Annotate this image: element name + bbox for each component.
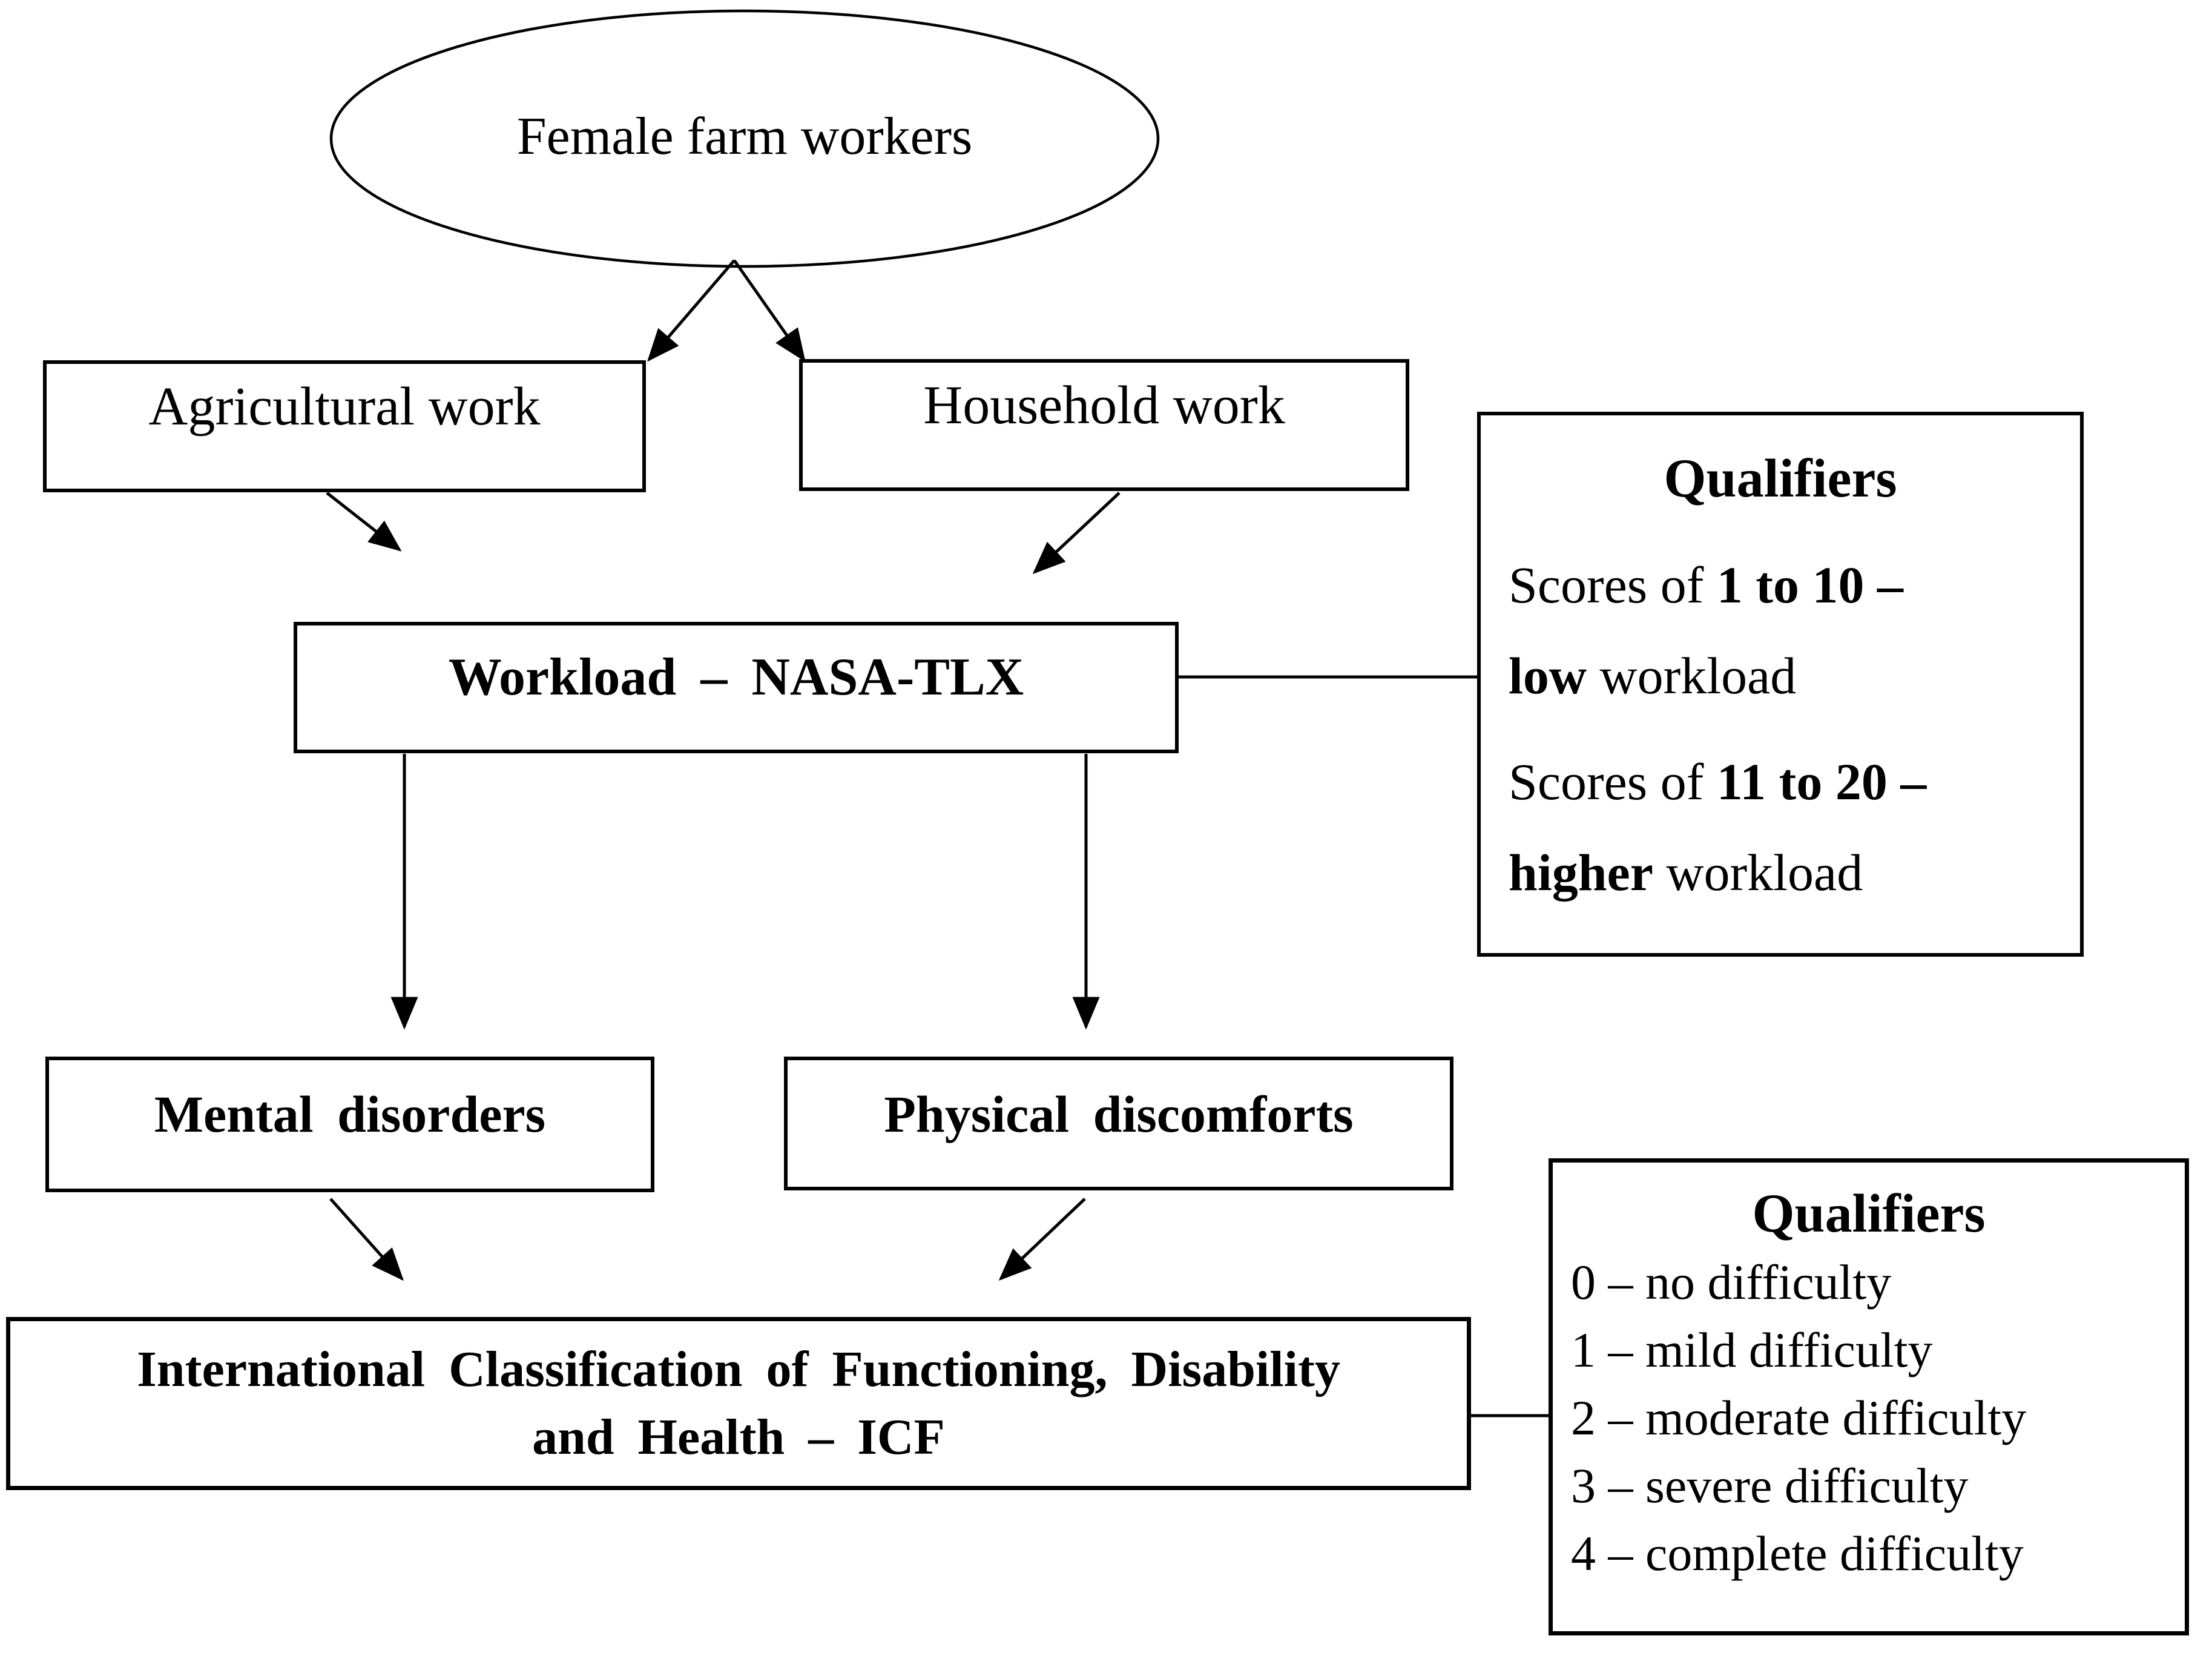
node-label: Physical discomforts xyxy=(884,1085,1354,1143)
qualifier-level: higher xyxy=(1509,843,1653,902)
node-icf: International Classification of Function… xyxy=(6,1317,1471,1490)
node-female-farm-workers: Female farm workers xyxy=(330,110,1159,163)
qualifiers-workload-box: Qualifiers Scores of 1 to 10 – low worklo… xyxy=(1477,412,2084,957)
qualifier-item: 4 – complete difficulty xyxy=(1571,1526,2024,1581)
qualifier-text: Scores of xyxy=(1509,556,1717,614)
node-label-line1: International Classification of Function… xyxy=(137,1341,1340,1397)
qualifier-item: 1 – mild difficulty xyxy=(1571,1322,1933,1378)
node-physical-discomforts: Physical discomforts xyxy=(784,1057,1453,1190)
node-label-line2: and Health – ICF xyxy=(532,1409,945,1465)
qualifiers-body: Scores of 1 to 10 – low workload Scores o… xyxy=(1481,539,2080,918)
node-label: Agricultural work xyxy=(148,377,541,437)
qualifiers-title: Qualifiers xyxy=(1752,1184,1986,1244)
node-workload-nasa-tlx: Workload – NASA-TLX xyxy=(294,622,1179,753)
qualifier-item: 0 – no difficulty xyxy=(1571,1255,1892,1310)
node-label: Female farm workers xyxy=(516,107,973,166)
arrow-agricultural-to-workload xyxy=(326,492,402,552)
ellipse-node-outline xyxy=(329,9,1160,268)
node-mental-disorders: Mental disorders xyxy=(45,1057,654,1192)
qualifier-range: 1 to 10 – xyxy=(1716,556,1904,614)
node-household-work: Household work xyxy=(799,359,1409,491)
arrow-physical-to-icf xyxy=(998,1198,1086,1281)
arrow-ellipse-to-household xyxy=(732,259,806,362)
qualifier-item: 2 – moderate difficulty xyxy=(1571,1390,2027,1445)
qualifiers-list: 0 – no difficulty 1 – mild difficulty 2 … xyxy=(1553,1249,2185,1588)
node-agricultural-work: Agricultural work xyxy=(43,360,646,492)
arrow-mental-to-icf xyxy=(329,1198,404,1281)
qualifiers-title: Qualifiers xyxy=(1664,449,1897,509)
qualifier-item: 3 – severe difficulty xyxy=(1571,1458,1969,1513)
node-label: Mental disorders xyxy=(154,1085,546,1143)
qualifier-low-workload: Scores of 1 to 10 – low workload xyxy=(1509,539,2080,721)
qualifier-text: Scores of xyxy=(1509,753,1717,811)
arrow-ellipse-to-agricultural xyxy=(647,259,736,362)
qualifier-text: workload xyxy=(1653,843,1863,902)
node-label: Workload – NASA-TLX xyxy=(448,648,1024,707)
arrow-household-to-workload xyxy=(1032,492,1121,575)
qualifier-range: 11 to 20 – xyxy=(1716,753,1927,811)
qualifier-text: workload xyxy=(1587,647,1797,705)
qualifiers-icf-box: Qualifiers 0 – no difficulty 1 – mild di… xyxy=(1549,1158,2189,1635)
qualifier-higher-workload: Scores of 11 to 20 – higher workload xyxy=(1509,736,2080,918)
node-label: Household work xyxy=(923,375,1285,435)
qualifier-level: low xyxy=(1509,647,1587,705)
